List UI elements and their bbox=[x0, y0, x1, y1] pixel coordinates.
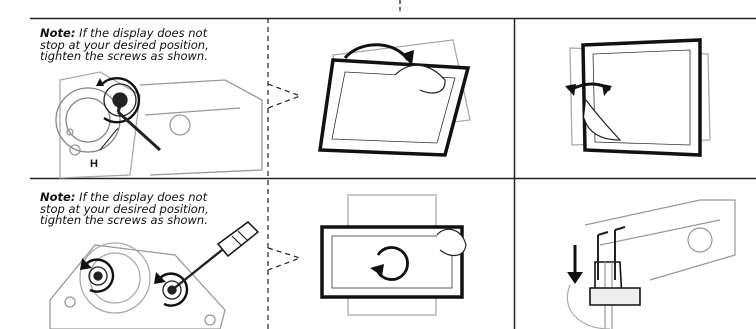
note-text-line3: tighten the screws as shown. bbox=[40, 49, 208, 63]
connector-bottom bbox=[267, 247, 302, 271]
swivel-arrow-icon bbox=[565, 82, 612, 96]
monitor-rotate bbox=[320, 194, 467, 316]
hex-key-label: H bbox=[90, 158, 98, 170]
note-text-line1: If the display does not bbox=[79, 190, 208, 204]
panel-grid bbox=[30, 17, 756, 329]
note-text-line2: stop at your desired position, bbox=[40, 37, 209, 52]
note-text-line1: If the display does not bbox=[79, 26, 208, 40]
tilt-arrow-icon bbox=[343, 43, 414, 66]
note-text-line3: tighten the screws as shown. bbox=[40, 213, 208, 227]
rotate-arrow-icon bbox=[370, 246, 409, 281]
note-top: Note: If the display does not stop at yo… bbox=[40, 26, 209, 63]
connector-top bbox=[267, 83, 302, 109]
arm-joint-top bbox=[55, 71, 263, 179]
monitor-tilt bbox=[317, 39, 471, 157]
rotate-screw-arrows bbox=[80, 258, 189, 307]
hex-key-icons bbox=[597, 226, 626, 280]
monitor-swivel bbox=[569, 38, 711, 157]
note-text-line2: stop at your desired position, bbox=[40, 201, 209, 216]
note-label: Note: bbox=[40, 26, 76, 40]
note-label: Note: bbox=[40, 190, 76, 204]
screwdriver-icon bbox=[171, 221, 260, 291]
hex-key-icon bbox=[99, 99, 162, 152]
pole-clamp bbox=[566, 199, 736, 329]
arm-joint-bottom bbox=[49, 242, 226, 329]
down-arrow-icon bbox=[567, 245, 583, 284]
note-bottom: Note: If the display does not stop at yo… bbox=[40, 190, 209, 227]
